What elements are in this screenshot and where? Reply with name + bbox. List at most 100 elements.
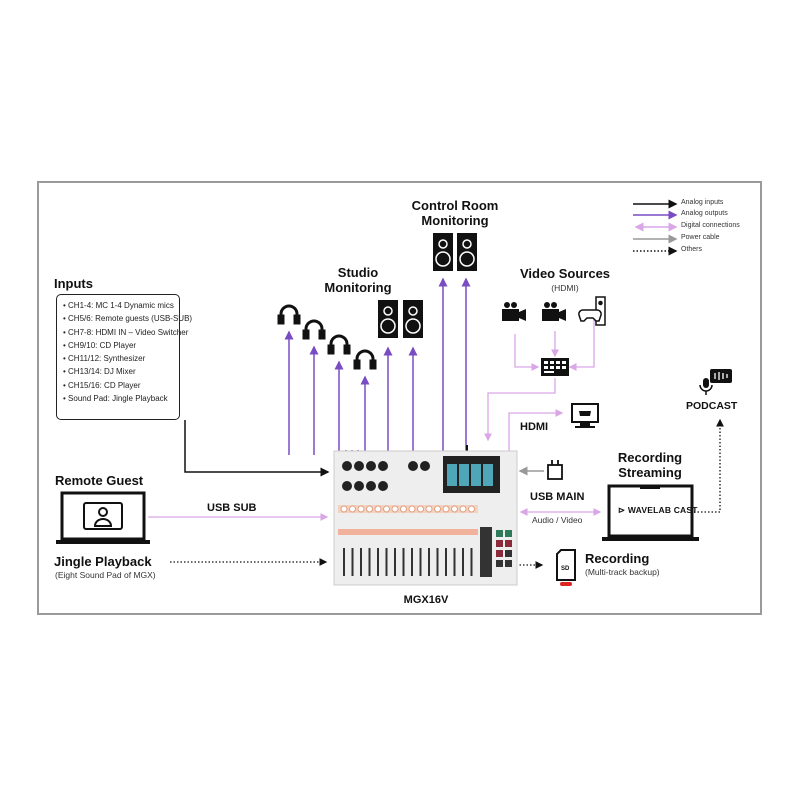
podcast-label: PODCAST [686, 400, 738, 412]
power-adapter-icon [547, 460, 563, 480]
streaming-laptop-icon [602, 484, 699, 541]
legend-label: Analog outputs [681, 210, 728, 217]
control-room-speakers [433, 233, 477, 271]
channel-knob [349, 505, 356, 513]
input-item: • CH7-8: HDMI IN – Video Switcher [63, 327, 189, 337]
usb-main-sublabel: Audio / Video [532, 515, 583, 525]
xlr-jack [366, 481, 376, 491]
channel-fader [462, 548, 464, 576]
headphones-icon [304, 319, 324, 333]
input-item: • CH1-4: MC 1-4 Dynamic mics [63, 301, 174, 310]
legend [633, 199, 678, 256]
channel-knob [434, 505, 441, 513]
sound-pad [496, 550, 503, 557]
game-console-icon [578, 296, 606, 326]
jingle-title: Jingle Playback [54, 554, 152, 569]
channel-knob [459, 505, 467, 513]
input-item: • CH11/12: Synthesizer [63, 354, 146, 364]
channel-knob [340, 505, 348, 513]
channel-fader [411, 548, 413, 576]
channel-knob [400, 505, 407, 513]
xlr-jack [354, 481, 364, 491]
input-item: • CH5/6: Remote guests (USB-SUB) [63, 314, 193, 324]
channel-fader [377, 548, 379, 576]
video-sources-subtitle: (HDMI) [551, 283, 579, 293]
studio-speakers [378, 300, 423, 338]
xlr-jack [354, 461, 364, 471]
xlr-jack [378, 481, 388, 491]
mixer-name: MGX16V [403, 594, 449, 606]
legend-label: Digital connections [681, 222, 740, 229]
monitor-icon [571, 403, 599, 428]
channel-knob [451, 505, 458, 513]
xlr-jack [378, 461, 388, 471]
usb-sub-label: USB SUB [207, 502, 257, 514]
channel-fader [360, 548, 362, 576]
remote-guest-title: Remote Guest [55, 473, 144, 488]
speaker-icon [433, 233, 453, 271]
speaker-icon [457, 233, 477, 271]
channel-fader [385, 548, 388, 576]
sound-pad [496, 540, 503, 547]
xlr-jack [420, 461, 430, 471]
input-item: • CH13/14: DJ Mixer [63, 367, 136, 377]
channel-fader [453, 548, 456, 576]
legend-label: Power cable [681, 234, 720, 241]
xlr-jack [366, 461, 376, 471]
channel-fader [428, 548, 430, 576]
sd-recording-title: Recording [585, 551, 650, 566]
xlr-jack [342, 461, 352, 471]
others-wires [170, 418, 724, 569]
inputs-title: Inputs [54, 276, 93, 291]
channel-knob [408, 505, 416, 513]
sound-pad [496, 560, 503, 567]
speaker-icon [378, 300, 398, 338]
channel-knob [468, 505, 475, 513]
jingle-subtitle: (Eight Sound Pad of MGX) [55, 570, 156, 580]
sound-pad [505, 540, 512, 547]
xlr-jack [408, 461, 418, 471]
channel-knob [357, 505, 365, 513]
channel-knob [366, 505, 373, 513]
headphones-icon [355, 349, 375, 363]
channel-knob [417, 505, 424, 513]
mixer-device [333, 450, 518, 586]
channel-knob [391, 505, 399, 513]
xlr-jack [342, 481, 352, 491]
sound-pad [505, 530, 512, 537]
sound-pad [505, 550, 512, 557]
video-source-wires [148, 313, 602, 521]
input-item: • Sound Pad: Jingle Playback [63, 394, 168, 404]
video-camera-icon [502, 302, 526, 321]
wavelab-cast-logo: ⊳ WAVELAB CAST [618, 505, 698, 515]
channel-fader [351, 548, 354, 576]
input-item: • CH9/10: CD Player [63, 340, 137, 350]
sd-card-icon [556, 549, 576, 586]
headphones-icon [329, 334, 349, 348]
usb-main-label: USB MAIN [530, 491, 585, 503]
sd-card-label: SD [561, 566, 570, 572]
laptop-icon [56, 491, 150, 544]
channel-knob [442, 505, 450, 513]
speaker-icon [403, 300, 423, 338]
channel-knob [425, 505, 433, 513]
channel-fader [394, 548, 396, 576]
inputs-list: • CH1-4: MC 1-4 Dynamic mics • CH5/6: Re… [56, 294, 193, 420]
sound-pad [505, 560, 512, 567]
podcast-icon [699, 369, 732, 395]
channel-fader [470, 548, 473, 576]
channel-knob [383, 505, 390, 513]
analog-output-wires [284, 277, 471, 455]
channel-fader [368, 548, 371, 576]
channel-fader [436, 548, 439, 576]
channel-fader [402, 548, 405, 576]
sd-recording-subtitle: (Multi-track backup) [585, 567, 660, 577]
sound-pad [496, 530, 503, 537]
video-camera-icon [542, 302, 566, 321]
headphones-icons [277, 304, 377, 370]
legend-label: Analog inputs [681, 199, 724, 206]
